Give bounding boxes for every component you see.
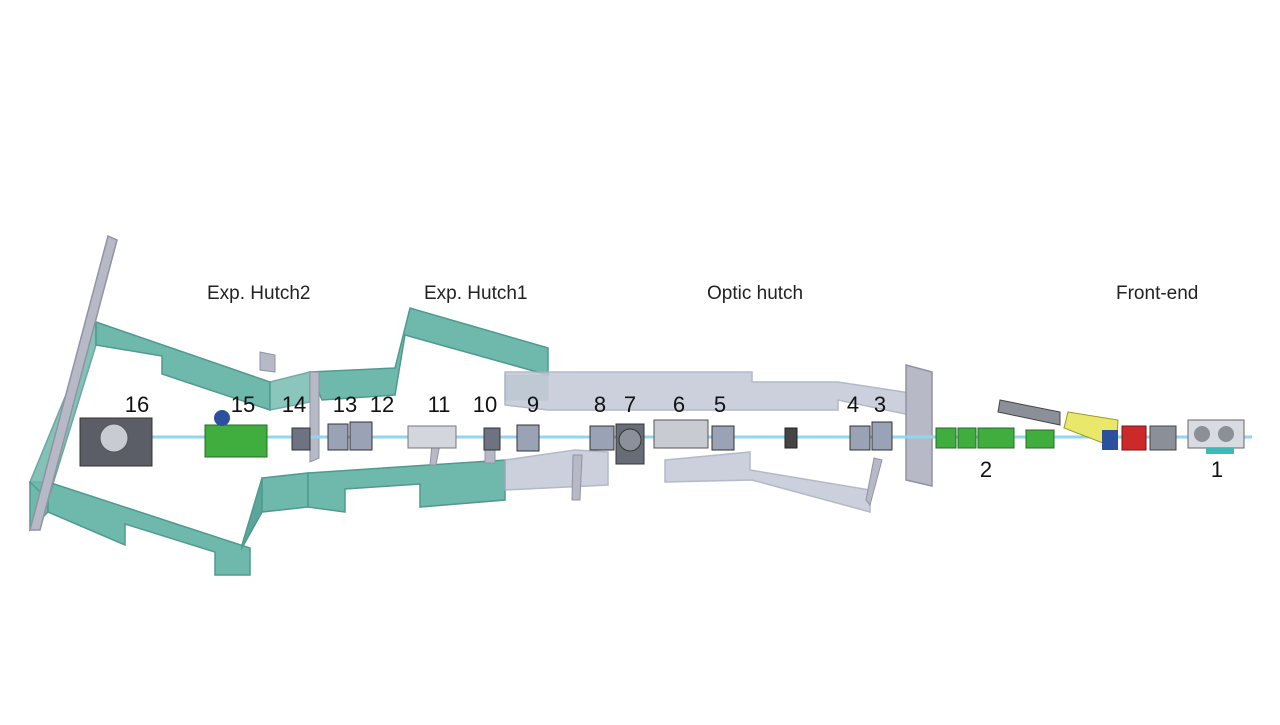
table-11 [407,425,457,449]
component-number: 3 [873,392,887,417]
component-number: 4 [846,392,860,417]
component-8 [589,425,615,451]
component-14 [291,427,311,451]
section-label-optic-hutch: Optic hutch [707,283,804,304]
component-3 [871,421,893,451]
component-number: 14 [281,392,307,417]
component-number: 6 [672,392,686,417]
equipment [79,410,893,467]
component-10 [483,427,501,451]
component-number: 10 [472,392,498,417]
stand-15 [204,424,268,458]
component-number: 5 [713,392,727,417]
component-number: 8 [593,392,607,417]
component-12 [349,421,373,451]
component-4 [849,425,871,451]
component-number: 11 [427,392,451,417]
component-number: 1 [1210,457,1224,482]
component-number: 15 [230,392,256,417]
component-number: 2 [979,457,993,482]
front-end-components [935,399,1245,454]
section-label-front-end: Front-end [1116,283,1199,304]
component-number: 13 [332,392,358,417]
section-label-exp-hutch1: Exp. Hutch1 [424,283,528,304]
component-13 [327,423,349,451]
component-number: 12 [369,392,395,417]
component-9 [516,424,540,452]
component-6 [653,419,709,449]
component-beam-stop [784,427,798,449]
component-number: 9 [526,392,540,417]
component-number: 7 [623,392,637,417]
component-5 [711,425,735,451]
component-number: 16 [124,392,150,417]
section-label-exp-hutch2: Exp. Hutch2 [207,283,311,304]
